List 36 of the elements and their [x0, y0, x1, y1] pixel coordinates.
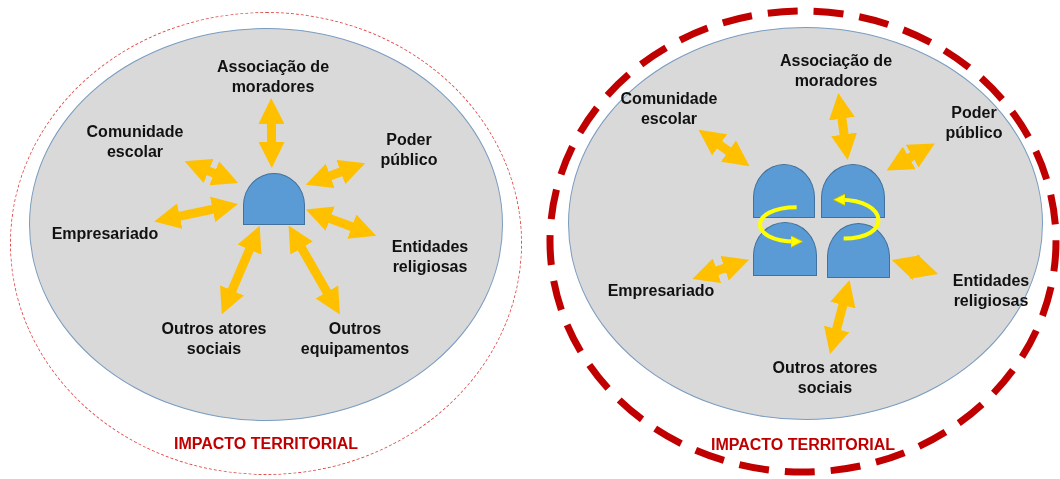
double-arrow	[829, 92, 857, 161]
curved-arrow	[758, 205, 804, 248]
stakeholder-label: Outros atores sociais	[160, 319, 268, 359]
stakeholder-label: Entidades religiosas	[390, 237, 470, 277]
double-arrow	[154, 196, 239, 229]
region-title: IMPACTO TERRITORIAL	[173, 434, 359, 454]
stakeholder-label: Entidades religiosas	[951, 271, 1031, 311]
facility-shape	[821, 164, 885, 218]
double-arrow	[305, 206, 377, 239]
region-ellipse	[547, 8, 1059, 475]
double-arrow	[305, 159, 366, 189]
region-title: IMPACTO TERRITORIAL	[710, 435, 896, 455]
stakeholder-label: Associação de moradores	[778, 51, 894, 91]
double-arrow	[692, 255, 750, 284]
double-arrow	[220, 225, 262, 315]
stakeholder-label: Empresariado	[50, 224, 160, 244]
double-arrow	[184, 159, 239, 186]
stakeholder-label: Empresariado	[606, 281, 716, 301]
stakeholder-label: Poder público	[944, 103, 1004, 143]
double-arrow	[886, 143, 935, 171]
stakeholder-label: Comunidade escolar	[85, 122, 185, 162]
stakeholder-label: Outros equipamentos	[299, 319, 411, 359]
double-arrow	[258, 98, 285, 168]
facility-shape	[753, 222, 817, 276]
curved-arrow	[832, 193, 881, 241]
stakeholder-label: Associação de moradores	[215, 57, 331, 97]
stakeholder-label: Poder público	[379, 130, 439, 170]
facility-shape	[827, 223, 890, 278]
stakeholder-label: Comunidade escolar	[619, 89, 719, 129]
facility-shape	[243, 173, 305, 225]
double-arrow	[891, 254, 939, 280]
double-arrow	[698, 129, 750, 167]
double-arrow	[824, 279, 856, 355]
facility-shape	[753, 164, 815, 218]
double-arrow	[288, 225, 340, 315]
stakeholder-label: Outros atores sociais	[771, 358, 879, 398]
